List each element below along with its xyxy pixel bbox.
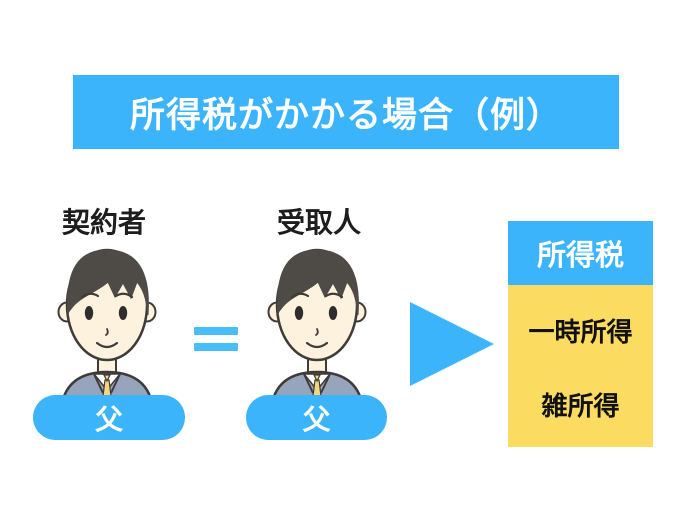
equals-bar-bottom — [194, 343, 238, 351]
income-tax-box: 所得税 一時所得 雑所得 — [508, 221, 653, 447]
contractor-name-label: 父 — [94, 403, 123, 435]
beneficiary-name-label: 父 — [302, 403, 331, 435]
contractor-person-illustration — [57, 248, 157, 405]
page-title: 所得税がかかる場合（例） — [129, 95, 562, 135]
tax-item-occasional-income: 一時所得 — [528, 317, 633, 347]
beneficiary-name-pill: 父 — [246, 395, 387, 440]
beneficiary-role-label: 受取人 — [276, 207, 361, 238]
income-tax-header-label: 所得税 — [536, 240, 624, 272]
arrow-right-icon — [410, 302, 494, 386]
man-in-suit-icon — [57, 248, 157, 405]
man-in-suit-icon — [267, 248, 367, 405]
contractor-role-label: 契約者 — [61, 207, 146, 238]
equals-icon — [194, 327, 238, 351]
contractor-name-pill: 父 — [33, 395, 185, 440]
beneficiary-person-illustration — [267, 248, 367, 405]
equals-bar-top — [194, 327, 238, 335]
title-banner: 所得税がかかる場合（例） — [73, 75, 619, 149]
income-tax-box-body: 一時所得 雑所得 — [508, 285, 653, 447]
income-tax-box-header: 所得税 — [508, 221, 653, 285]
tax-item-miscellaneous-income: 雑所得 — [541, 391, 620, 421]
